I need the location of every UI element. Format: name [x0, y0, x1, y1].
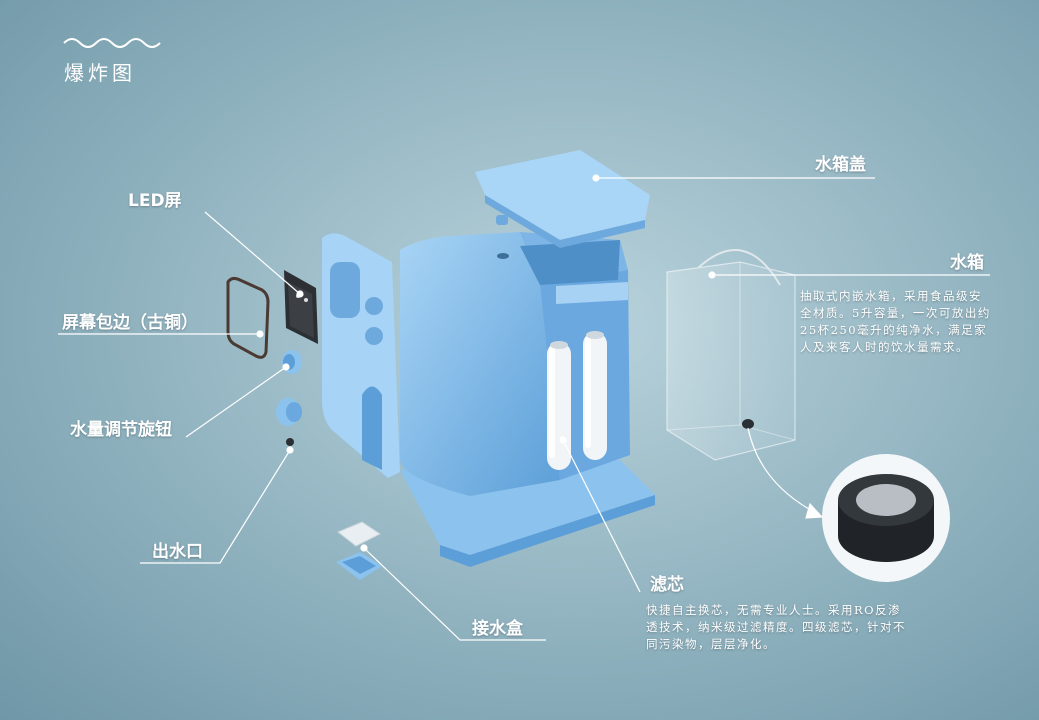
label-drip-tray: 接水盒: [472, 619, 523, 639]
side-panel: [322, 233, 400, 478]
label-knob: 水量调节旋钮: [70, 420, 172, 440]
label-filter: 滤芯: [650, 575, 684, 595]
callout-lines: [58, 174, 990, 641]
filter-description: 快捷自主换芯，无需专业人士。采用RO反渗透技术，纳米级过滤精度。四级滤芯，针对不…: [646, 603, 906, 651]
screen-bezel: [226, 276, 270, 359]
label-led-screen: LED屏: [128, 191, 182, 211]
tank-description: 抽取式内嵌水箱，采用食品级安全材质。5升容量，一次可放出约25杯250毫升的纯净…: [800, 289, 991, 354]
tank-lid: [475, 150, 650, 248]
led-screen: [284, 270, 318, 344]
valve-zoom-inset: [822, 454, 950, 582]
water-tank: [666, 249, 796, 461]
label-outlet: 出水口: [152, 542, 203, 562]
page-title: 爆炸图: [64, 61, 136, 85]
label-water-tank: 水箱: [950, 253, 984, 273]
label-tank-lid: 水箱盖: [815, 155, 866, 175]
drip-tray: [336, 521, 382, 580]
label-screen-bezel: 屏幕包边（古铜）: [62, 313, 198, 333]
knob: [276, 350, 302, 446]
